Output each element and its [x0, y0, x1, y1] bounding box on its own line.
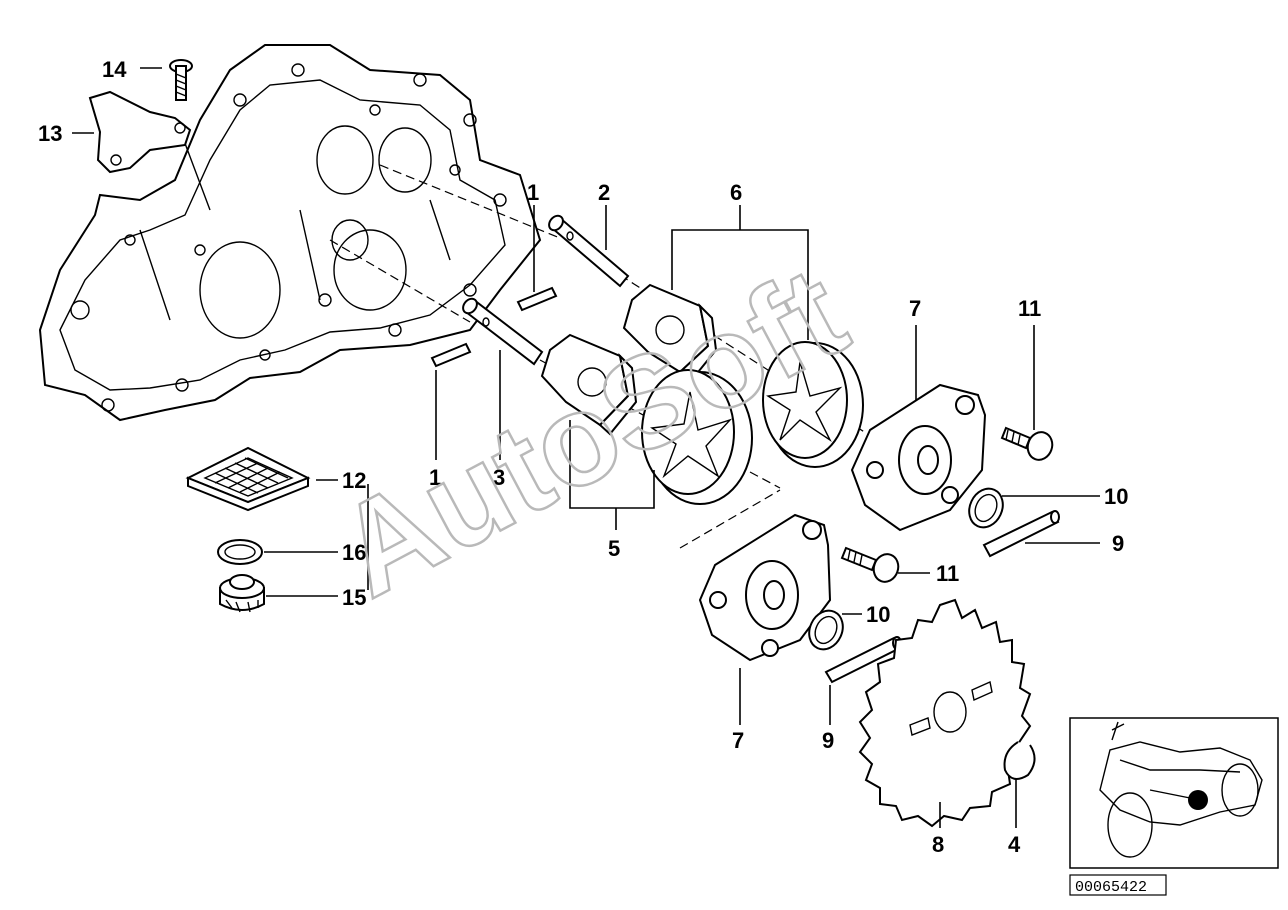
filter-part-12 [185, 446, 311, 512]
callout-labels: 14 13 1 2 6 7 11 1 3 12 10 9 5 16 11 15 … [38, 57, 1128, 857]
pump-housing-part-7-lower [698, 513, 832, 662]
pin-part-9-upper [982, 510, 1060, 558]
callout-9-lower: 9 [822, 728, 834, 753]
drain-plug-part-15 [219, 574, 265, 613]
callout-9-upper: 9 [1112, 531, 1124, 556]
callout-10-lower: 10 [866, 602, 890, 627]
location-marker-icon [1188, 790, 1208, 810]
callout-2: 2 [598, 180, 610, 205]
gear-part-8 [858, 598, 1032, 828]
outer-rotor-lower [641, 369, 753, 505]
circlip-part-4 [1003, 741, 1036, 780]
locator-thumbnail [1069, 717, 1279, 869]
leader-lines [72, 67, 1100, 828]
shaft-part-3 [462, 297, 544, 366]
callout-7-upper: 7 [909, 296, 921, 321]
reference-number-box: 00065422 [1069, 874, 1167, 896]
pump-housing-part-7-upper [850, 383, 987, 532]
callout-8: 8 [932, 832, 944, 857]
callout-11-upper: 11 [1018, 296, 1041, 321]
callout-4: 4 [1008, 832, 1021, 857]
callout-11-lower: 11 [936, 561, 959, 586]
seal-ring-part-16 [217, 539, 263, 565]
reference-number: 00065422 [1075, 879, 1147, 896]
outer-rotor-upper [762, 341, 864, 468]
callout-5: 5 [608, 536, 620, 561]
cover-plate-part-13 [88, 90, 192, 174]
shaft-part-2 [548, 214, 630, 288]
engine-crankcase-icon [38, 44, 542, 422]
bolt-part-11-lower [840, 546, 900, 583]
o-ring-part-10-upper [968, 487, 1004, 529]
callout-16: 16 [342, 540, 366, 565]
callout-1-lower: 1 [429, 465, 441, 490]
callout-7-lower: 7 [732, 728, 744, 753]
bolt-part-11-upper [1000, 426, 1054, 461]
callout-14: 14 [102, 57, 127, 82]
screw-part-14 [169, 59, 193, 101]
inner-rotor-lower [540, 333, 638, 436]
o-ring-part-10-lower [808, 609, 844, 651]
pin-part-1-lower [430, 342, 472, 368]
callout-12: 12 [342, 468, 366, 493]
callout-1-upper: 1 [527, 180, 539, 205]
callout-13: 13 [38, 121, 62, 146]
motorcycle-locator-icon [1099, 721, 1263, 858]
callout-3: 3 [493, 465, 505, 490]
pin-part-1-upper [516, 286, 558, 312]
callout-6: 6 [730, 180, 742, 205]
callout-10-upper: 10 [1104, 484, 1128, 509]
callout-15: 15 [342, 585, 366, 610]
